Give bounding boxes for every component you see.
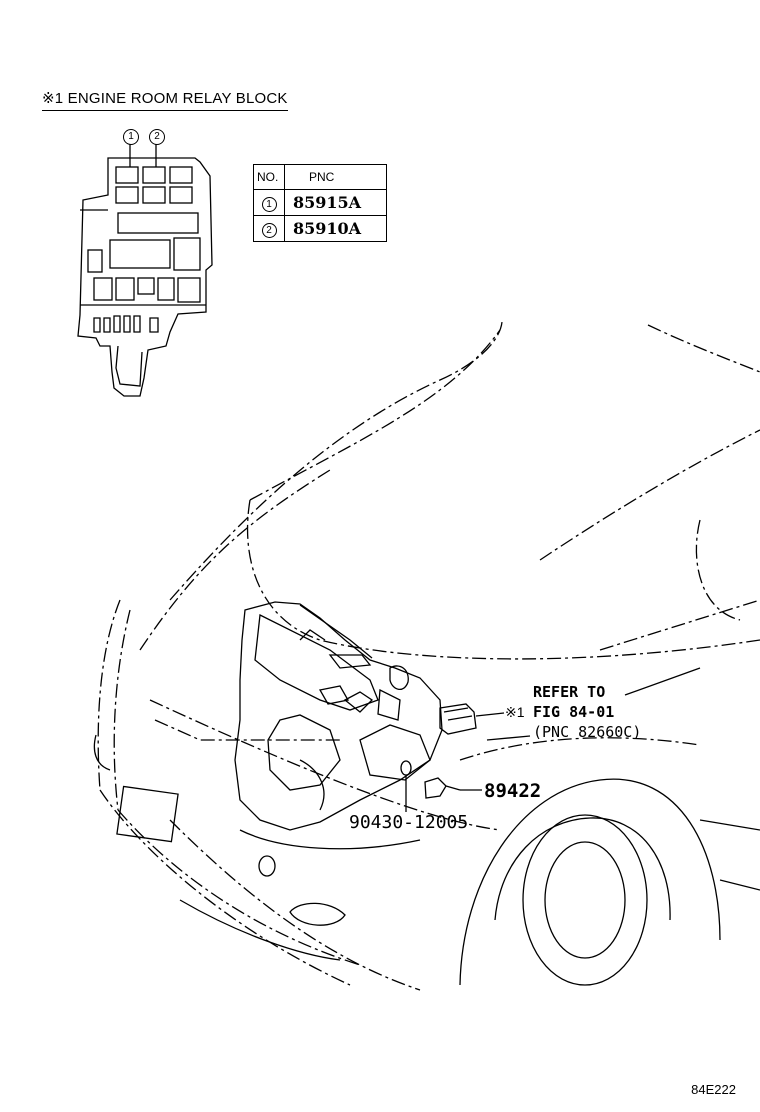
relay-block-mark: ※1 (505, 704, 525, 720)
part-label-gasket: 90430-12005 (349, 812, 469, 833)
relay-block-heading: ※1 ENGINE ROOM RELAY BLOCK (42, 89, 288, 111)
part-label-sensor: 89422 (484, 780, 542, 802)
pnc-table-row: 1 85915A (253, 189, 387, 216)
engine-drawing (234, 601, 443, 850)
refer-leader (486, 667, 701, 741)
relay-block-on-vehicle (439, 703, 505, 735)
pnc-table-row: 2 85910A (253, 215, 387, 242)
refer-line-2: FIG 84-01 (533, 703, 615, 721)
pnc-value: 85910A (284, 215, 387, 242)
pnc-table-header: NO. PNC (253, 164, 387, 190)
diagram-code: 84E222 (691, 1082, 736, 1097)
bumper-and-wheel-drawing (93, 734, 760, 986)
sensor-and-gasket (400, 760, 482, 812)
pnc-table: NO. PNC 1 85915A 2 85910A (253, 164, 387, 242)
vehicle-body-drawing (97, 321, 760, 991)
row-number: 1 (261, 196, 277, 212)
relay-block-drawing (77, 144, 213, 397)
pnc-value: 85915A (284, 189, 387, 216)
refer-line-3: (PNC 82660C) (533, 723, 642, 741)
callout-1: 1 (123, 129, 139, 145)
col-no-header: NO. (253, 164, 285, 190)
row-number: 2 (261, 222, 277, 238)
refer-note: REFER TO FIG 84-01 (PNC 82660C) (533, 682, 641, 742)
refer-line-1: REFER TO (533, 683, 606, 701)
callout-2: 2 (149, 129, 165, 145)
col-pnc-header: PNC (284, 164, 387, 190)
